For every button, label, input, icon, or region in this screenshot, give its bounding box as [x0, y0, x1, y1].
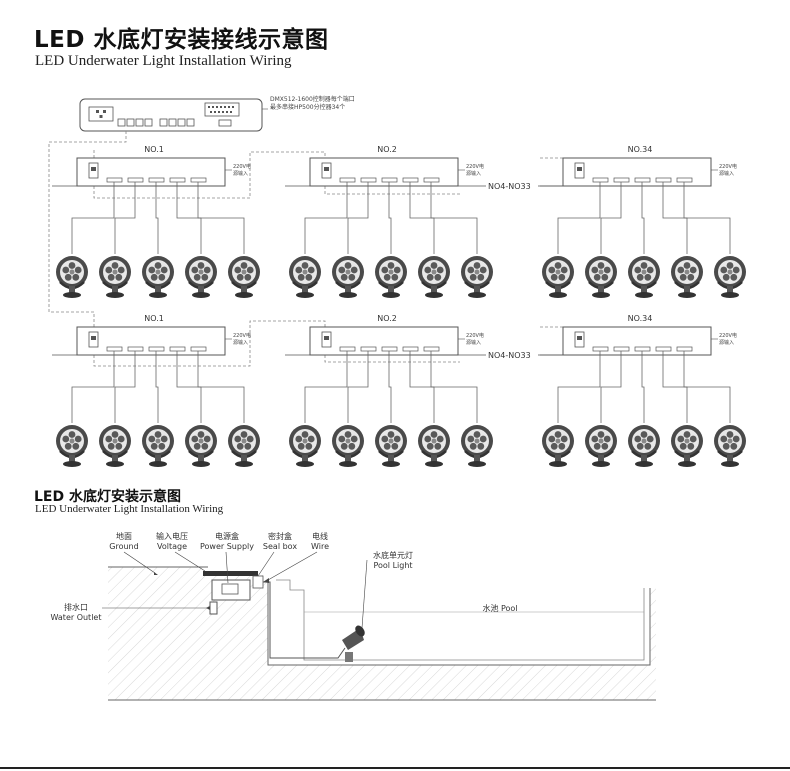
led-lamp: [185, 256, 217, 298]
led-lamp: [99, 256, 131, 298]
led-lamp: [542, 256, 574, 298]
wiring-row-2: NO.1220V电源输入NO.2220V电源输入NO.34220V电源输入NO4…: [52, 314, 746, 467]
box-note-1: 220V电: [466, 332, 484, 339]
box-note-1: 220V电: [719, 332, 737, 339]
label-outlet-en: Water Outlet: [51, 613, 102, 622]
label-psu-cn: 电源盒: [215, 531, 239, 541]
box-note-1: 220V电: [719, 163, 737, 170]
led-lamp: [418, 425, 450, 467]
led-lamp: [332, 256, 364, 298]
led-lamp: [375, 425, 407, 467]
led-lamp: [461, 256, 493, 298]
led-lamp: [671, 256, 703, 298]
label-psu-en: Power Supply: [200, 542, 254, 551]
controller-note-1: DMX512-1600控制器每个端口: [270, 95, 355, 103]
box-note-1: 220V电: [233, 163, 251, 170]
controller-note-2: 最多串接HP500分控器34个: [270, 103, 345, 111]
install-section-title: LED 水底灯安装示意图: [34, 489, 181, 505]
led-lamp: [56, 256, 88, 298]
led-lamp: [461, 425, 493, 467]
led-lamp: [332, 425, 364, 467]
label-poollight-cn: 水底单元灯: [373, 550, 413, 560]
led-lamp: [375, 256, 407, 298]
led-lamp: [185, 425, 217, 467]
label-poollight-en: Pool Light: [373, 561, 412, 570]
led-lamp: [142, 425, 174, 467]
range-label: NO4-NO33: [488, 182, 531, 191]
pool-light: [342, 625, 365, 662]
box-note-2: 源输入: [233, 170, 248, 177]
led-lamp: [628, 256, 660, 298]
page-title: LED 水底灯安装接线示意图: [34, 27, 329, 53]
led-lamp: [142, 256, 174, 298]
led-lamp: [542, 425, 574, 467]
label-outlet-cn: 排水口: [64, 602, 88, 612]
led-lamp: [714, 256, 746, 298]
label-ground-cn: 地面: [116, 531, 132, 541]
led-lamp: [671, 425, 703, 467]
label-pool: 水池 Pool: [482, 603, 517, 613]
led-lamp: [99, 425, 131, 467]
box-note-2: 源输入: [466, 339, 481, 346]
label-voltage-cn: 输入电压: [156, 531, 188, 541]
box-note-2: 源输入: [719, 170, 734, 177]
box-label: NO.34: [628, 314, 653, 323]
installation-diagram: 地面 Ground 输入电压 Voltage 电源盒 Power Supply …: [51, 531, 656, 701]
install-section-subtitle: LED Underwater Light Installation Wiring: [35, 503, 224, 515]
led-lamp: [228, 256, 260, 298]
box-label: NO.1: [144, 314, 164, 323]
water-outlet: [209, 601, 218, 615]
box-note-2: 源输入: [719, 339, 734, 346]
box-label: NO.2: [377, 145, 397, 154]
box-label: NO.34: [628, 145, 653, 154]
wiring-row-1: NO.1220V电源输入NO.2220V电源输入NO.34220V电源输入NO4…: [48, 131, 746, 327]
label-seal-en: Seal box: [263, 542, 297, 551]
wiring-rows: NO.1220V电源输入NO.2220V电源输入NO.34220V电源输入NO4…: [48, 131, 746, 467]
seal-box: [252, 575, 264, 589]
box-label: NO.2: [377, 314, 397, 323]
led-lamp: [56, 425, 88, 467]
box-label: NO.1: [144, 145, 164, 154]
label-wire-cn: 电线: [312, 531, 328, 541]
box-note-2: 源输入: [233, 339, 248, 346]
box-note-1: 220V电: [466, 163, 484, 170]
led-lamp: [289, 256, 321, 298]
led-lamp: [585, 425, 617, 467]
label-wire-en: Wire: [311, 542, 329, 551]
dmx-controller: [79, 98, 263, 132]
range-label: NO4-NO33: [488, 351, 531, 360]
led-lamp: [628, 425, 660, 467]
led-lamp: [418, 256, 450, 298]
led-lamp: [714, 425, 746, 467]
box-note-1: 220V电: [233, 332, 251, 339]
label-ground-en: Ground: [109, 542, 138, 551]
page-subtitle: LED Underwater Light Installation Wiring: [35, 53, 292, 69]
box-note-2: 源输入: [466, 170, 481, 177]
led-lamp: [228, 425, 260, 467]
label-voltage-en: Voltage: [157, 542, 187, 551]
led-lamp: [585, 256, 617, 298]
led-lamp: [289, 425, 321, 467]
label-seal-cn: 密封盒: [268, 531, 292, 541]
